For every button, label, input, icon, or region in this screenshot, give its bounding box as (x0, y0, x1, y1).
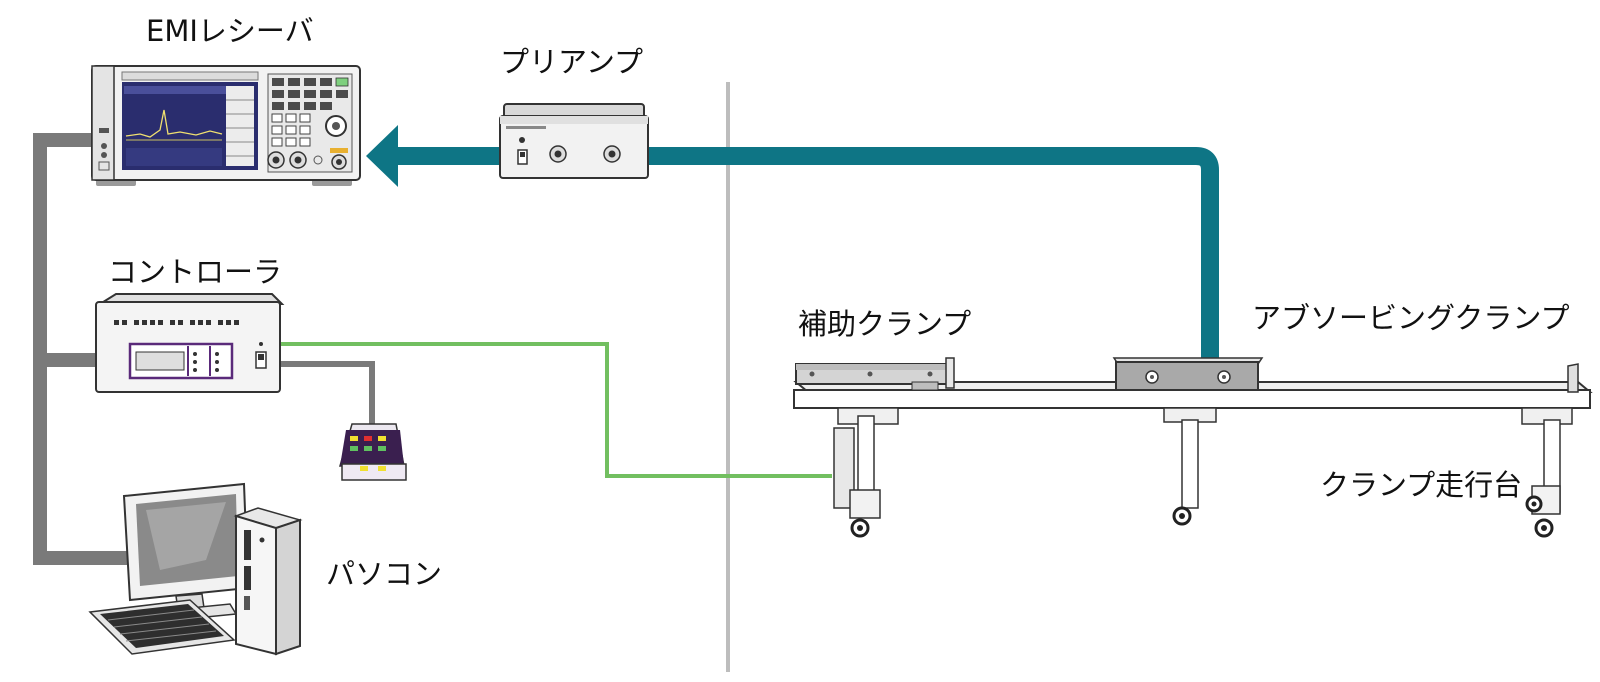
pc-label: パソコン (326, 557, 443, 591)
controller-icon (95, 293, 285, 393)
aux-clamp-icon (795, 357, 955, 391)
absorbing-clamp-icon (1112, 357, 1264, 391)
emi-receiver-icon (91, 65, 361, 186)
keypad-cable (280, 361, 375, 428)
signal-arrow-head (366, 125, 398, 187)
aux-clamp-label: 補助クランプ (798, 307, 972, 341)
preamp-label: プリアンプ (500, 45, 643, 79)
system-bus-cable (33, 133, 130, 565)
remote-keypad-icon (339, 423, 407, 481)
controller-label: コントローラ (108, 255, 283, 289)
emi-receiver-label: EMIレシーバ (146, 14, 314, 48)
clamp-track-icon (793, 363, 1593, 538)
absorbing-clamp-label: アブソービングクランプ (1252, 301, 1570, 335)
preamp-icon (499, 103, 649, 179)
pc-icon (88, 482, 303, 656)
control-cable (280, 342, 832, 478)
signal-cable (366, 125, 1219, 362)
clamp-track-label: クランプ走行台 (1320, 468, 1523, 502)
